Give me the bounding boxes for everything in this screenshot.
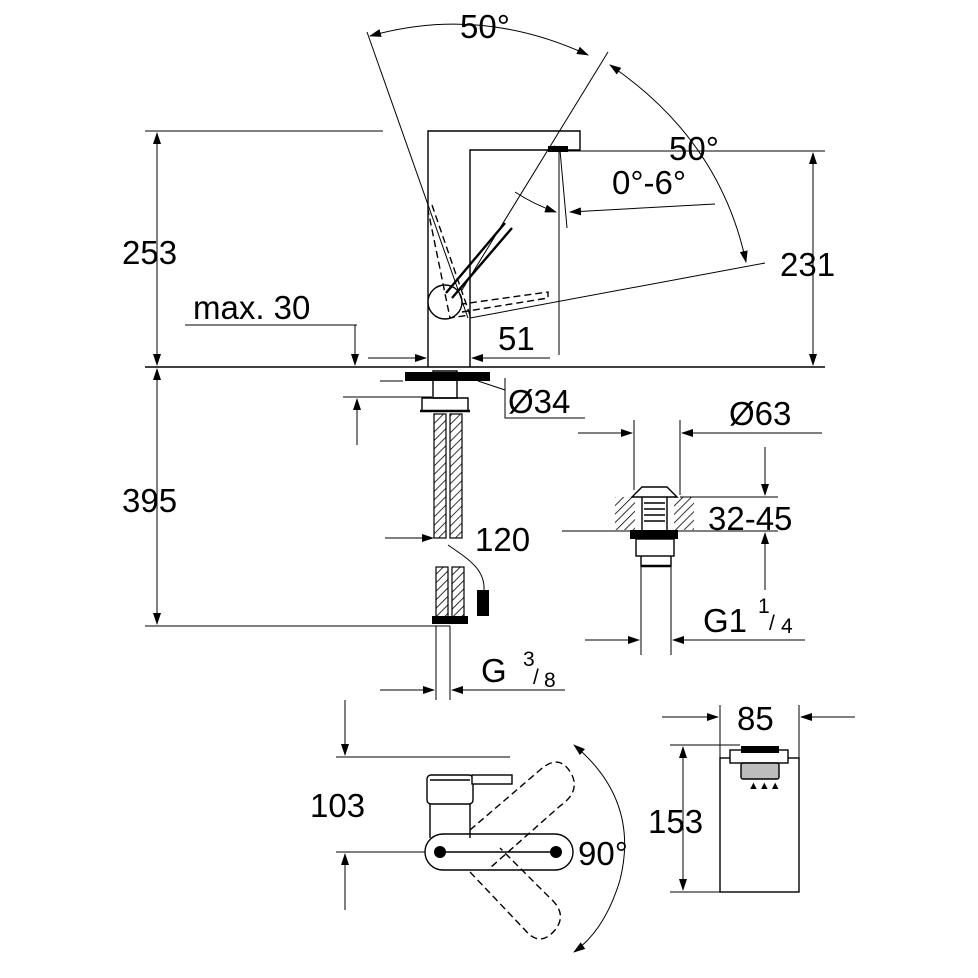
arc-tilt-left (514, 191, 557, 213)
lever-swing-back (427, 204, 471, 319)
waste-washer (630, 530, 678, 539)
hose-fitting (432, 616, 468, 624)
top-spout-rotated-up (469, 761, 575, 869)
angle-50-right-label: 50° (669, 130, 719, 167)
top-spout-dot-left (434, 846, 446, 858)
arc-tilt-right (569, 203, 716, 216)
faucet-side-view (405, 130, 581, 624)
dim-3245-label: 32-45 (708, 500, 792, 537)
front-lever-top (741, 746, 779, 753)
lever-swing-forward (461, 291, 549, 313)
waste-nut (635, 538, 675, 557)
faucet-body (427, 130, 581, 367)
angle-tilt-label: 0°-6° (612, 164, 686, 201)
sensor-cable (447, 544, 485, 591)
arc-50-right (609, 64, 748, 263)
dim-g1-numerator: 1 (758, 595, 770, 618)
dim-g1-slash: / (769, 612, 775, 635)
dim-g1-label: G1 (703, 602, 747, 639)
dim-153-label: 153 (648, 803, 703, 840)
top-spout-rotated-down (469, 847, 562, 940)
arc-50-top (369, 23, 589, 56)
dim-g38-denominator: 8 (544, 669, 556, 692)
mount-plate (421, 397, 469, 412)
front-view: ▲▲▲ 85 153 (648, 700, 855, 893)
hose-right (449, 413, 463, 539)
waste-cap (630, 486, 679, 498)
mount-gasket (405, 372, 490, 381)
waste-body (641, 497, 668, 532)
hose-right-lower (451, 566, 465, 618)
angle-50-top-label: 50° (460, 8, 510, 45)
dim-g1-denominator: 4 (781, 615, 793, 638)
arc-90 (573, 744, 626, 953)
dim-g38-slash: / (533, 666, 539, 689)
aerator (548, 146, 568, 152)
angle-90-label: 90° (578, 835, 628, 872)
tilt-ray (559, 149, 568, 229)
waste-tail (640, 556, 672, 567)
hose-left-lower (435, 566, 449, 618)
sink-section-left (615, 497, 635, 530)
top-lever-arm (471, 774, 513, 785)
dim-51-label: 51 (498, 320, 535, 357)
angle-ray-left (366, 31, 469, 319)
top-lever-base (426, 774, 474, 805)
dim-34-label: Ø34 (508, 383, 570, 420)
top-spout (424, 833, 574, 871)
lever-hub (427, 284, 463, 320)
sink-section-right (674, 497, 694, 530)
lever-forward-ray (469, 262, 766, 319)
dim-g38-label: G (481, 652, 507, 689)
dim-395-label: 395 (122, 482, 177, 519)
lever-handle (451, 227, 513, 299)
dim-253-label: 253 (122, 234, 177, 271)
dim-231-label: 231 (780, 246, 835, 283)
dim-85-label: 85 (737, 700, 774, 737)
top-spout-dot-right (550, 846, 562, 858)
front-logo-icon: ▲▲▲ (748, 780, 781, 792)
sensor-plug (477, 590, 489, 616)
popup-waste (615, 486, 694, 568)
dim-34-box (504, 378, 585, 419)
front-cap (740, 762, 780, 780)
dim-63-label: Ø63 (729, 395, 791, 432)
dim-120-label: 120 (475, 521, 530, 558)
dim-103-label: 103 (310, 787, 365, 824)
top-view: 103 90° (310, 700, 628, 953)
dim-g38-numerator: 3 (523, 648, 535, 671)
waste-thread (644, 502, 665, 522)
angle-ray-diag (461, 51, 609, 291)
dim-max30-label: max. 30 (193, 289, 310, 326)
dim-34-pointer (477, 380, 506, 391)
hose-left (433, 413, 447, 539)
lever-handle-edge (445, 222, 506, 294)
